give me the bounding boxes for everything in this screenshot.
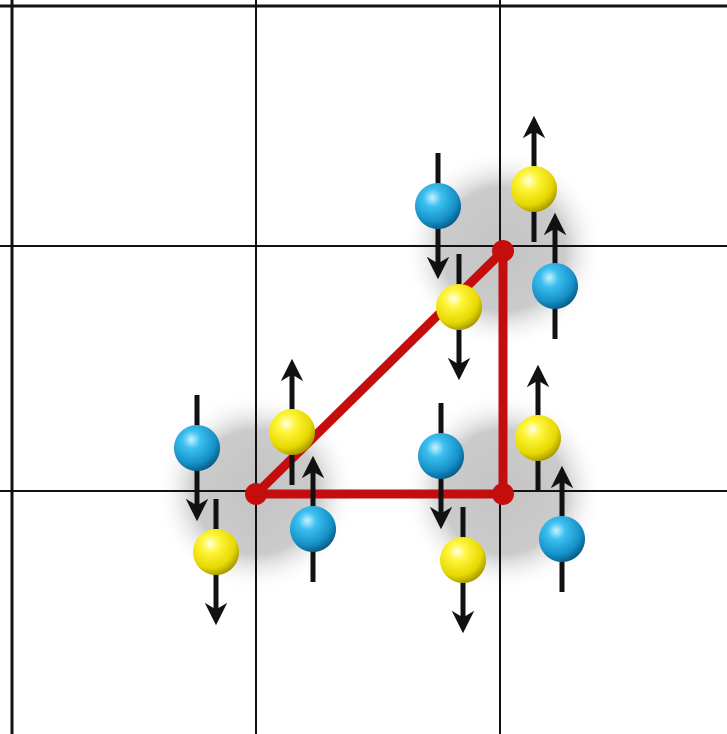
yellow-sphere xyxy=(515,415,561,461)
yellow-sphere xyxy=(269,409,315,455)
particle-blue-spin-down xyxy=(174,395,220,522)
yellow-sphere xyxy=(440,537,486,583)
particle-blue-spin-down xyxy=(415,153,461,280)
particle-yellow-spin-up xyxy=(269,358,315,485)
blue-sphere xyxy=(418,433,464,479)
blue-sphere xyxy=(532,263,578,309)
site-bottom-right-node xyxy=(492,483,514,505)
site-top-right-node xyxy=(492,240,514,262)
particle-yellow-spin-up xyxy=(515,364,561,491)
blue-sphere xyxy=(539,516,585,562)
yellow-sphere xyxy=(436,284,482,330)
blue-sphere xyxy=(415,183,461,229)
site-bottom-left-node xyxy=(245,483,267,505)
particle-blue-spin-down xyxy=(418,403,464,530)
particle-blue-spin-up xyxy=(539,465,585,592)
blue-sphere xyxy=(290,506,336,552)
yellow-sphere xyxy=(511,166,557,212)
particle-blue-spin-up xyxy=(532,212,578,339)
particle-yellow-spin-down xyxy=(436,254,482,381)
yellow-sphere xyxy=(193,529,239,575)
particle-yellow-spin-down xyxy=(193,499,239,626)
particle-blue-spin-up xyxy=(290,455,336,582)
particles xyxy=(174,115,585,634)
blue-sphere xyxy=(174,425,220,471)
particle-yellow-spin-down xyxy=(440,507,486,634)
particle-yellow-spin-up xyxy=(511,115,557,242)
